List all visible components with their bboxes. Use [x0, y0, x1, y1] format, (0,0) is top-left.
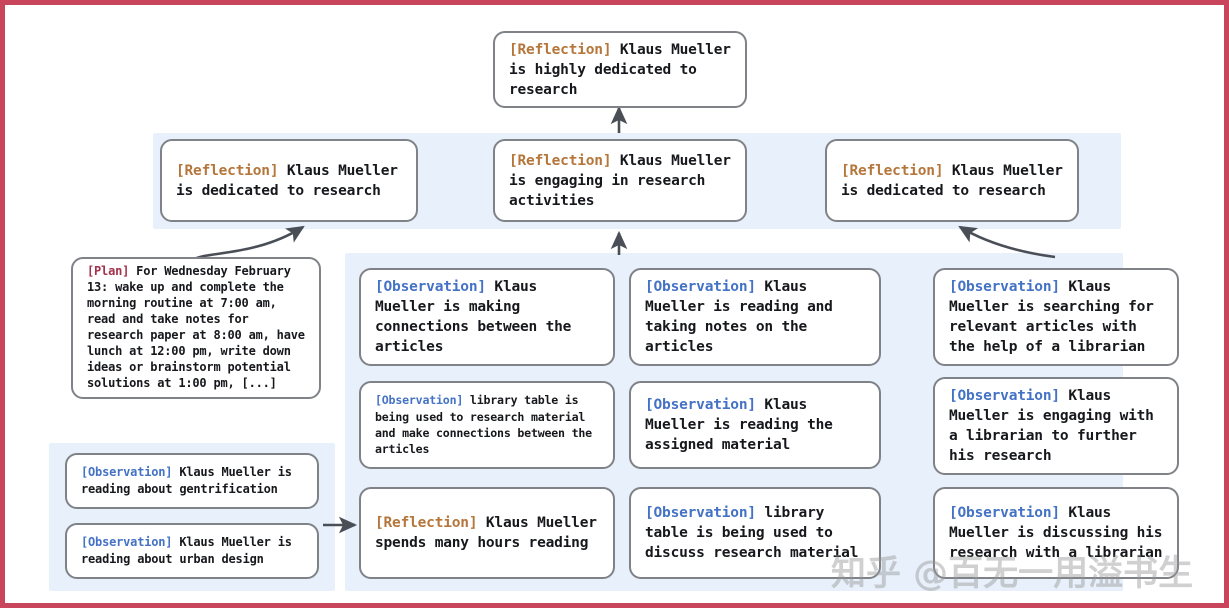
node-text: Klaus Mueller is discussing his research… — [949, 505, 1163, 561]
node-text: Klaus Mueller is engaging in research ac… — [509, 152, 731, 209]
node-col2-item-3[interactable]: [Observation] library table is being use… — [629, 487, 881, 579]
node-tag: [Observation] — [81, 465, 173, 480]
node-tag: [Plan] — [87, 264, 130, 279]
node-text: Klaus Mueller spends many hours reading — [375, 515, 597, 551]
node-text: library table is being used to research … — [375, 393, 592, 457]
node-tag: [Reflection] — [841, 162, 944, 179]
node-tag: [Reflection] — [509, 152, 612, 169]
node-text: Klaus Mueller is reading about urban des… — [81, 535, 292, 566]
node-tag: [Observation] — [375, 393, 464, 408]
node-text: Klaus Mueller is engaging with a librari… — [949, 388, 1154, 464]
node-reflection-1[interactable]: [Reflection] Klaus Mueller is dedicated … — [160, 139, 418, 222]
node-tag: [Observation] — [949, 279, 1060, 295]
node-text: Klaus Mueller is reading the assigned ma… — [645, 397, 833, 453]
node-tag: [Observation] — [949, 388, 1060, 404]
node-text: For Wednesday February 13: wake up and c… — [87, 264, 305, 390]
node-text: library table is being used to discuss r… — [645, 505, 859, 561]
node-text: Klaus Mueller is dedicated to research — [841, 162, 1063, 199]
node-tag: [Observation] — [645, 397, 756, 413]
node-col2-item-1[interactable]: [Observation] Klaus Mueller is reading a… — [629, 268, 881, 366]
node-col2-item-2[interactable]: [Observation] Klaus Mueller is reading t… — [629, 381, 881, 469]
node-left-observation-1[interactable]: [Observation] Klaus Mueller is reading a… — [65, 453, 319, 509]
node-col3-item-1[interactable]: [Observation] Klaus Mueller is searching… — [933, 268, 1179, 366]
node-tag: [Reflection] — [509, 41, 612, 58]
node-text: Klaus Mueller is reading about gentrific… — [81, 465, 292, 496]
node-reflection-2[interactable]: [Reflection] Klaus Mueller is engaging i… — [493, 139, 747, 222]
node-tag: [Observation] — [375, 279, 486, 295]
node-tag: [Observation] — [81, 535, 173, 550]
node-top-reflection[interactable]: [Reflection] Klaus Mueller is highly ded… — [493, 31, 747, 108]
node-reflection-3[interactable]: [Reflection] Klaus Mueller is dedicated … — [825, 139, 1079, 222]
node-col3-item-2[interactable]: [Observation] Klaus Mueller is engaging … — [933, 377, 1179, 475]
node-plan[interactable]: [Plan] For Wednesday February 13: wake u… — [71, 257, 321, 399]
node-col1-item-1[interactable]: [Observation] Klaus Mueller is making co… — [359, 268, 615, 366]
node-tag: [Reflection] — [176, 162, 279, 179]
node-text: Klaus Mueller is making connections betw… — [375, 279, 572, 355]
node-col1-item-3[interactable]: [Reflection] Klaus Mueller spends many h… — [359, 487, 615, 579]
node-text: Klaus Mueller is searching for relevant … — [949, 279, 1154, 355]
node-col1-item-2[interactable]: [Observation] library table is being use… — [359, 381, 615, 469]
node-text: Klaus Mueller is dedicated to research — [176, 162, 398, 199]
node-tag: [Observation] — [645, 505, 756, 521]
node-tag: [Observation] — [645, 279, 756, 295]
node-text: Klaus Mueller is highly dedicated to res… — [509, 41, 731, 98]
node-tag: [Observation] — [949, 505, 1060, 521]
node-left-observation-2[interactable]: [Observation] Klaus Mueller is reading a… — [65, 523, 319, 579]
node-text: Klaus Mueller is reading and taking note… — [645, 279, 833, 355]
node-tag: [Reflection] — [375, 515, 478, 531]
node-col3-item-3[interactable]: [Observation] Klaus Mueller is discussin… — [933, 487, 1179, 579]
